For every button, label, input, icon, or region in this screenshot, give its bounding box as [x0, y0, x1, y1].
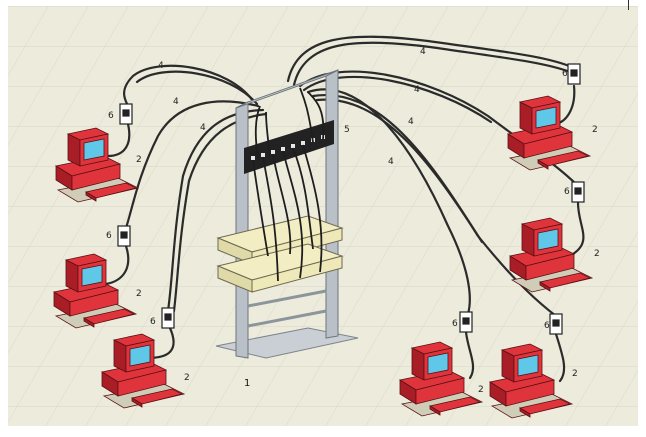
label-outlet: 6 [106, 231, 112, 241]
computer-icon [54, 127, 140, 203]
system-unit-front [525, 253, 575, 281]
label-cable: 4 [173, 97, 179, 107]
label-cable: 4 [158, 61, 164, 71]
monitor-screen [83, 138, 105, 161]
computer-icon [488, 343, 574, 419]
monitor-side [411, 347, 425, 381]
label-computer: 2 [572, 369, 578, 379]
system-unit-front [71, 163, 121, 191]
lead-7 [554, 332, 566, 383]
monitor-side [519, 101, 533, 135]
keyboard-side [519, 407, 531, 418]
cable-left-2 [124, 100, 260, 230]
switch-icon [216, 215, 344, 293]
label-panel: 5 [344, 125, 350, 135]
lead-2 [104, 244, 130, 286]
monitor-side [65, 259, 79, 293]
label-outlet: 6 [544, 321, 550, 331]
cable-right-3 [306, 88, 471, 316]
computer-icon [508, 217, 594, 293]
cable-right-4b [315, 98, 484, 244]
rack-post-left [235, 101, 249, 359]
wall-outlets [117, 63, 585, 335]
wall-outlet-icon [571, 181, 585, 203]
keyboard-side [537, 159, 549, 170]
patch-cables [252, 87, 325, 282]
computer-icon [506, 95, 592, 171]
label-cable: 4 [388, 157, 394, 167]
rack-crossbar-2 [247, 309, 327, 328]
rack-post-right [325, 69, 339, 339]
label-outlet: 6 [452, 319, 458, 329]
wall-outlet-icon [161, 307, 175, 329]
computer-icon [52, 253, 138, 329]
keyboard-side [131, 397, 143, 408]
wall-outlet-icon [549, 313, 563, 335]
keyboard-side [539, 281, 551, 292]
keyboard-side [429, 405, 441, 416]
corner-mark [628, 0, 629, 10]
monitor-screen [535, 106, 557, 129]
floor-grid [8, 6, 638, 426]
cable-left-1b [135, 70, 259, 106]
keyboard-side [83, 317, 95, 328]
computers [52, 95, 594, 419]
label-rack: 1 [244, 378, 250, 389]
monitor-screen [129, 344, 151, 367]
label-outlet: 6 [108, 111, 114, 121]
cable-left-3 [166, 108, 265, 313]
monitor-screen [427, 352, 449, 375]
label-computer: 2 [136, 289, 142, 299]
monitor-side [113, 339, 127, 373]
system-unit-front [505, 379, 555, 407]
number-labels: 1 5 4 4 4 4 4 4 4 6 6 6 6 6 6 6 2 2 2 2 … [106, 47, 600, 395]
cables [104, 35, 585, 383]
system-unit-front [523, 131, 573, 159]
cable-right-1b [292, 41, 572, 87]
cable-left-1 [123, 64, 255, 108]
keyboard-side [85, 191, 97, 202]
computer-icon [100, 333, 186, 409]
label-cable: 4 [414, 85, 420, 95]
label-computer: 2 [592, 125, 598, 135]
label-cable: 4 [200, 123, 206, 133]
monitor-side [67, 133, 81, 167]
rack-base [215, 327, 359, 359]
monitor-screen [517, 354, 539, 377]
system-unit-front [69, 289, 119, 317]
computer-icon [398, 341, 484, 417]
monitor-side [501, 349, 515, 383]
label-computer: 2 [594, 249, 600, 259]
cable-right-2b [302, 75, 493, 124]
rack-crossbar [247, 289, 327, 308]
label-computer: 2 [136, 155, 142, 165]
rack [215, 69, 359, 359]
system-unit-front [415, 377, 465, 405]
lead-5 [571, 201, 585, 256]
label-outlet: 6 [562, 69, 568, 79]
monitor-screen [537, 228, 559, 251]
wall-outlet-icon [567, 63, 581, 85]
monitor-screen [81, 264, 103, 287]
label-outlet: 6 [150, 317, 156, 327]
label-cable: 4 [420, 47, 426, 57]
label-cable: 4 [408, 117, 414, 127]
cable-right-1 [286, 35, 576, 83]
monitor-side [521, 223, 535, 257]
lead-6 [464, 330, 475, 380]
network-cabling-diagram: 1 5 4 4 4 4 4 4 4 6 6 6 6 6 6 6 2 2 2 2 … [8, 6, 638, 426]
wall-outlet-icon [459, 311, 473, 333]
system-unit-front [117, 369, 167, 397]
rack-top [235, 69, 339, 109]
wall-outlet-icon [119, 103, 133, 125]
label-outlet: 6 [564, 187, 570, 197]
lead-1 [106, 122, 131, 158]
wall-outlet-icon [117, 225, 131, 247]
label-computer: 2 [184, 373, 190, 383]
label-computer: 2 [478, 385, 484, 395]
